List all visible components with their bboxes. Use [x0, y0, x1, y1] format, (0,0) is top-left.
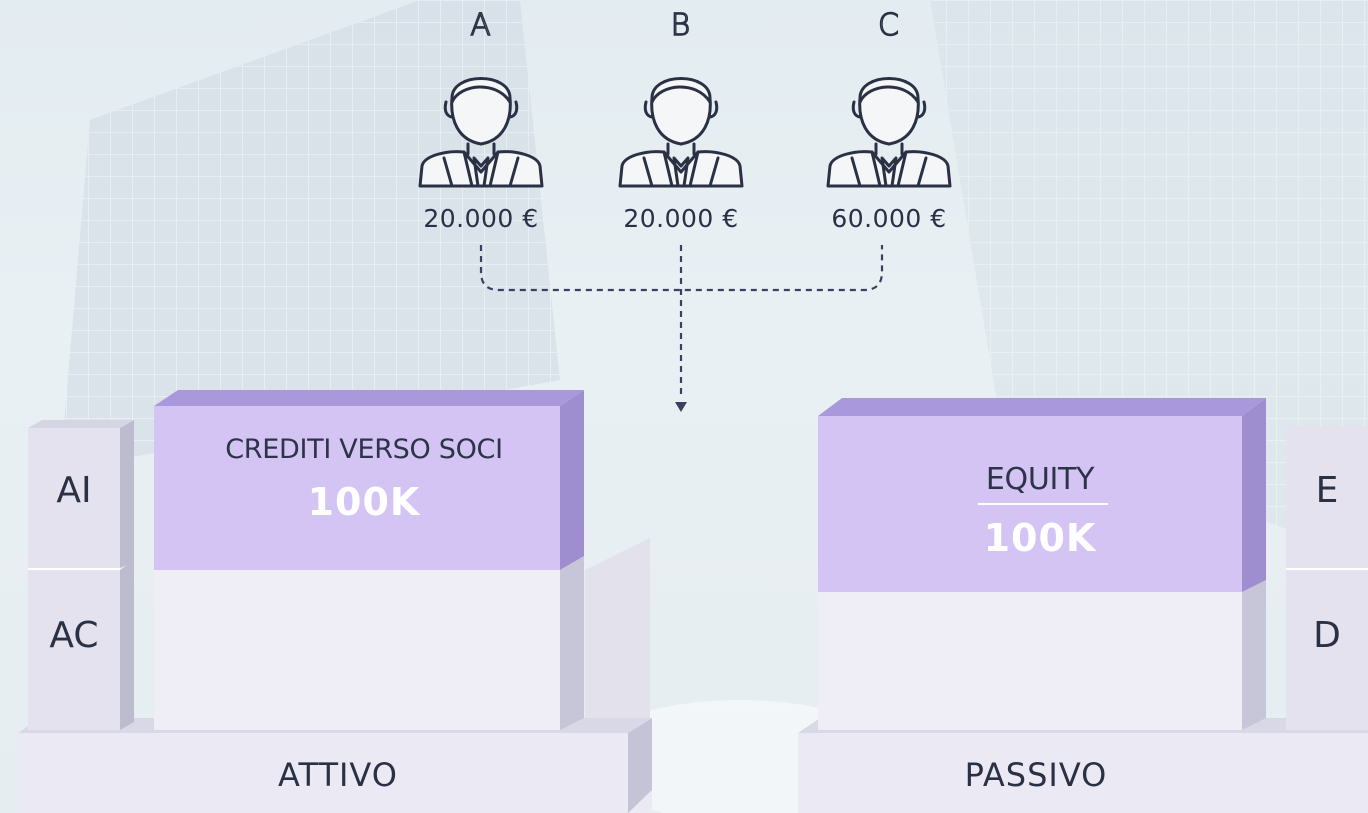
- person-icon: [418, 77, 544, 188]
- arrow-down-icon: [675, 402, 687, 412]
- attivo-base-label: ATTIVO: [278, 756, 398, 794]
- attivo-diagram: [18, 390, 652, 813]
- equity-block-value: 100K: [983, 516, 1097, 560]
- contributor-letter: B: [670, 7, 692, 43]
- passivo-stack-label: D: [1313, 615, 1341, 656]
- contribution-amount: 60.000 €: [831, 204, 947, 233]
- equity-block-title: EQUITY: [985, 462, 1095, 497]
- contribution-connector: [479, 245, 884, 412]
- attivo-stack-label: AI: [56, 470, 92, 511]
- passivo-stack-label: E: [1315, 470, 1339, 511]
- contributor-letter: A: [470, 7, 492, 43]
- crediti-block-title: CREDITI VERSO SOCI: [225, 434, 503, 465]
- attivo-stack-label: AC: [49, 615, 99, 656]
- passivo-diagram: [798, 398, 1368, 813]
- contributor-letter: C: [877, 7, 900, 43]
- passivo-base-label: PASSIVO: [964, 756, 1108, 794]
- contribution-amount: 20.000 €: [423, 204, 539, 233]
- contribution-amount: 20.000 €: [623, 204, 739, 233]
- person-icon: [826, 77, 952, 188]
- crediti-block-value: 100K: [307, 480, 421, 524]
- person-icon: [618, 77, 744, 188]
